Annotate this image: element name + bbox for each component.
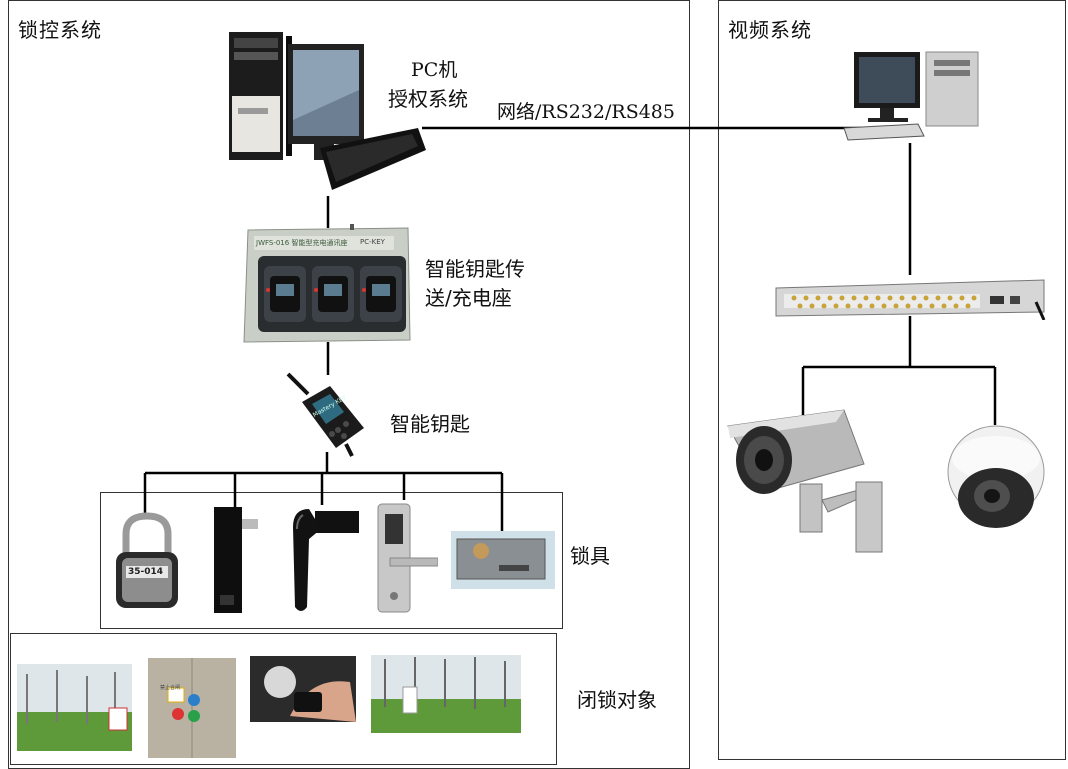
key-charger-icon [243, 224, 411, 343]
handle-lock-icon [293, 509, 359, 611]
video-system-title: 视频系统 [728, 18, 812, 42]
bullet-camera-icon [727, 409, 883, 553]
charger-label-line2: 送/充电座 [425, 286, 512, 310]
locks-group-box [100, 492, 563, 629]
mortise-lock-icon [451, 531, 555, 589]
locks-label: 锁具 [570, 544, 610, 568]
cabinet-door-photo [148, 658, 236, 758]
targets-group-box [10, 633, 557, 765]
smart-key-label: 智能钥匙 [390, 412, 470, 436]
padlock-code: 35-014 [128, 567, 164, 577]
pc-label-line2: 授权系统 [388, 87, 468, 111]
charger-caption: JWFS-016 智能型充电通讯座 [256, 239, 348, 247]
door-lock-icon [377, 503, 438, 613]
link-label: 网络/RS232/RS485 [497, 101, 675, 123]
video-matrix-switch-icon [775, 279, 1046, 320]
video-pc-icon [843, 51, 979, 141]
cabinet-sign-text: 禁止合闸 [160, 685, 181, 691]
dome-camera-icon [947, 425, 1045, 528]
targets-label: 闭锁对象 [577, 688, 657, 712]
smart-key-icon [286, 372, 364, 457]
lock-system-title: 锁控系统 [18, 18, 102, 42]
hand-key-photo [250, 656, 356, 722]
padlock-icon [116, 512, 178, 608]
pc-computer-icon [229, 32, 426, 190]
pc-label-line1: PC机 [411, 59, 458, 81]
substation-photo-2 [371, 655, 521, 733]
charger-tag: PC-KEY [360, 238, 385, 246]
video-system-panel [718, 0, 1066, 760]
cabinet-lock-icon [214, 507, 258, 613]
charger-label-line1: 智能钥匙传 [425, 257, 525, 281]
substation-photo-1 [17, 664, 132, 751]
